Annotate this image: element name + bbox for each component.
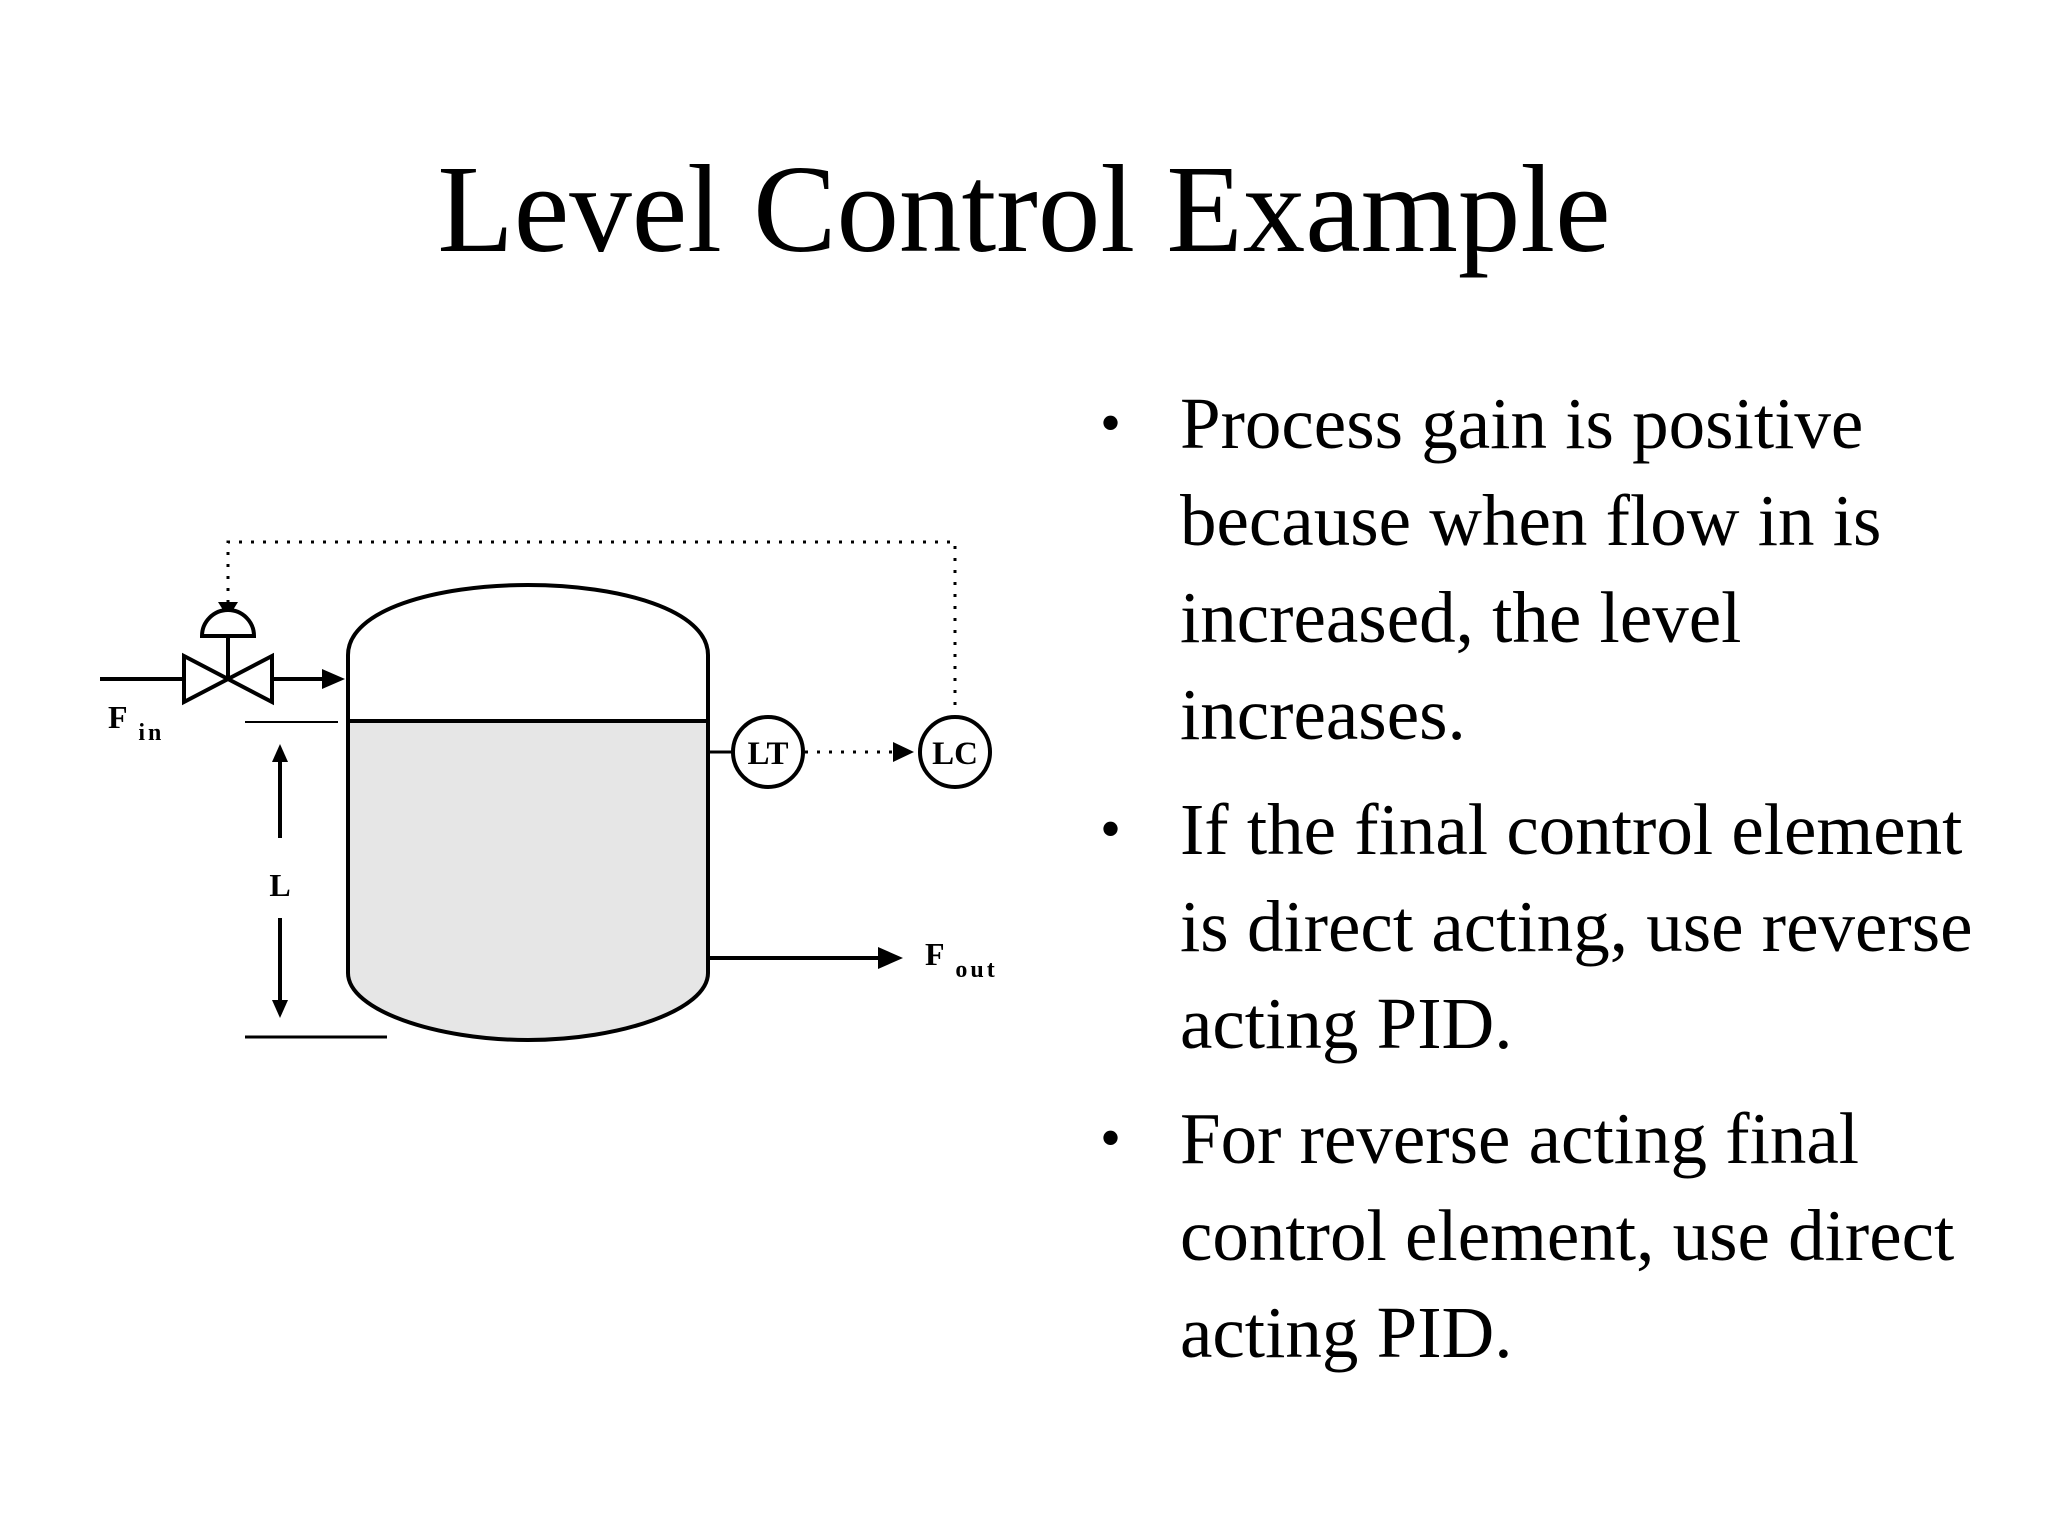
level-label: L	[269, 867, 290, 903]
level-controller-label: LC	[932, 736, 978, 772]
tank-liquid	[348, 721, 708, 1040]
bullet-text: Process gain is positive because when fl…	[1180, 383, 1882, 755]
valve-actuator-icon	[199, 608, 257, 638]
level-transmitter-bubble	[731, 715, 805, 789]
inlet-flow-arrowhead	[322, 669, 345, 689]
bullet-item: • Process gain is positive because when …	[1100, 375, 2000, 763]
level-arrow-up-head	[272, 744, 288, 762]
outlet-flow-subscript: out	[955, 957, 997, 983]
tank-vessel	[346, 582, 710, 1043]
level-transmitter-label: LT	[748, 736, 789, 772]
bullet-marker: •	[1100, 796, 1122, 862]
outlet-flow-arrowhead	[878, 947, 903, 969]
bullet-item: • For reverse acting final control eleme…	[1100, 1090, 2000, 1381]
inlet-flow-symbol: F	[108, 699, 127, 735]
bullet-item: • If the final control element is direct…	[1100, 781, 2000, 1072]
inlet-flow-subscript: in	[138, 720, 164, 746]
level-control-diagram: L F in LT LC F out	[100, 540, 998, 1043]
outlet-flow-label: F out	[925, 936, 998, 983]
bullet-marker: •	[1100, 1105, 1122, 1171]
bullet-text: For reverse acting final control element…	[1180, 1098, 1955, 1373]
slide-title: Level Control Example	[437, 141, 1611, 279]
inlet-flow-label: F in	[108, 699, 164, 746]
control-valve-icon	[182, 652, 274, 706]
transmitter-signal-arrowhead	[893, 742, 914, 762]
bullet-list: • Process gain is positive because when …	[1100, 375, 2000, 1399]
outlet-flow-symbol: F	[925, 936, 944, 972]
bullet-text: If the final control element is direct a…	[1180, 789, 1973, 1064]
bullet-marker: •	[1100, 390, 1122, 456]
level-arrow-down-head	[272, 1000, 288, 1018]
level-controller-bubble	[918, 715, 992, 789]
